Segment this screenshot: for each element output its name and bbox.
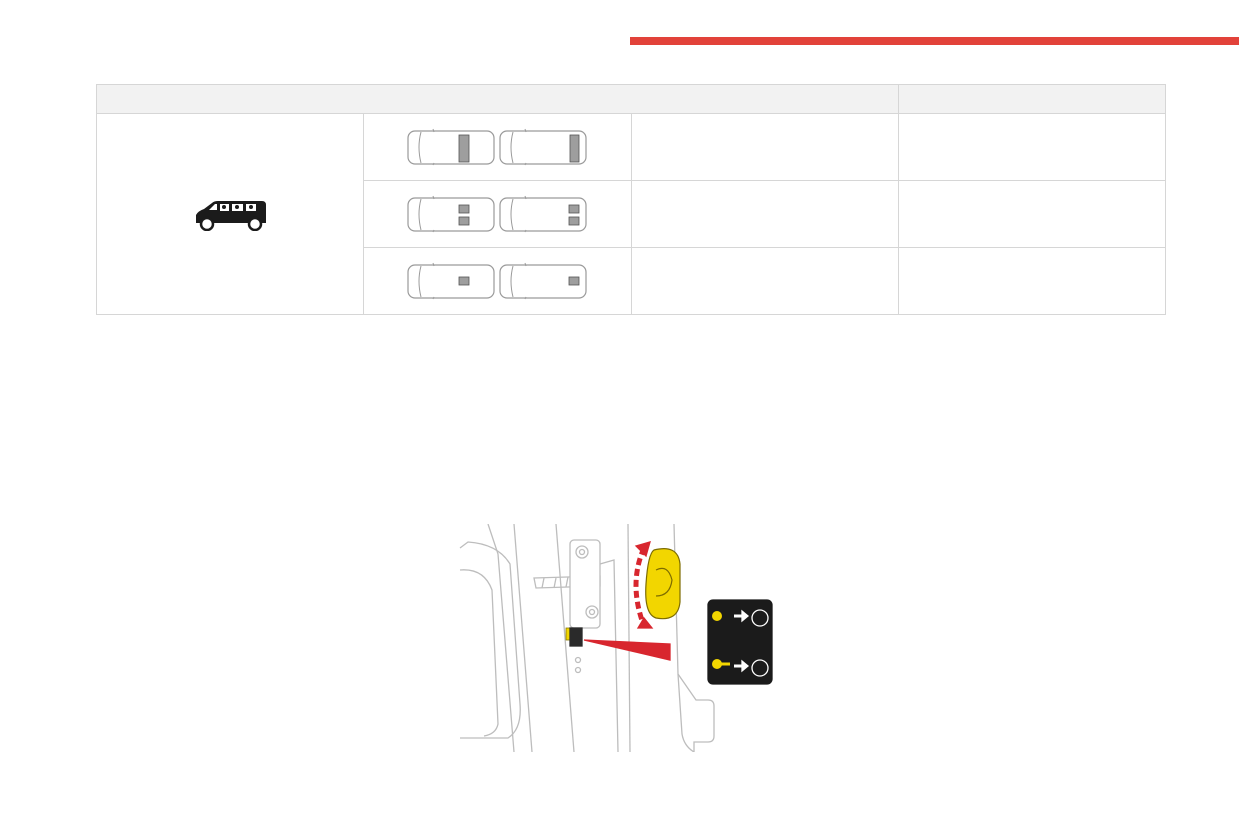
van-side-view-icon [196,201,267,231]
value-cell [897,113,1167,181]
description-cell [630,180,899,248]
description-cell [630,113,899,181]
seat-configuration-table [95,84,1167,315]
seat-diagram-cell [363,180,632,248]
seat-diagram-cell [363,247,632,315]
table-header-row [96,84,1167,114]
van-top-view-icon [407,128,495,166]
van-top-view-icon [407,195,495,233]
value-cell [897,247,1167,315]
van-top-view-icon [407,262,495,300]
van-top-view-icon [499,128,587,166]
table-row [97,180,1167,248]
seat-diagram-cell [363,113,632,181]
table-header-cell [897,84,1167,114]
van-top-view-icon [499,195,587,233]
description-cell [630,247,899,315]
vehicle-cell [95,113,365,315]
table-header-cell [96,84,899,114]
table-row [95,113,1167,315]
value-cell [897,180,1167,248]
header-accent-bar [630,37,1239,45]
door-child-lock-illustration [458,523,782,753]
table-row [97,247,1167,315]
van-top-view-icon [499,262,587,300]
